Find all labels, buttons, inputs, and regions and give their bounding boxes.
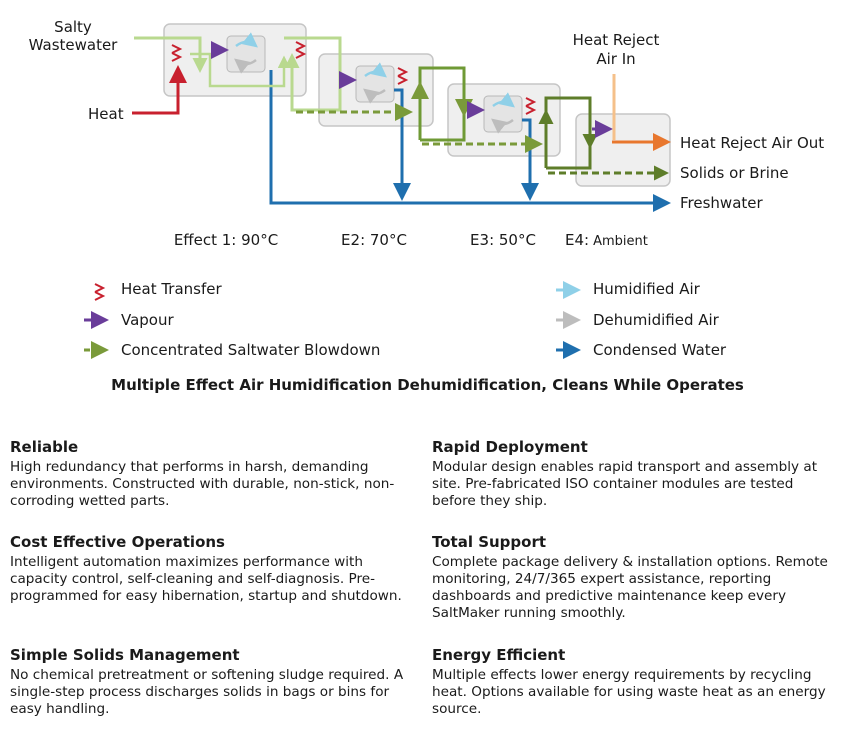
legend-heat-transfer-icon xyxy=(94,283,106,301)
feature-reliable: Reliable High redundancy that performs i… xyxy=(10,438,415,510)
svg-text:Wastewater: Wastewater xyxy=(29,36,119,54)
feature-body: Multiple effects lower energy requiremen… xyxy=(432,667,826,717)
feature-body: Intelligent automation maximizes perform… xyxy=(10,554,402,604)
heat-transfer-markers xyxy=(171,41,537,115)
feature-title: Total Support xyxy=(432,533,547,551)
vapour-arrows xyxy=(211,41,613,138)
label-wastewater: Wastewater xyxy=(29,36,119,54)
label-heat-reject: Heat Reject xyxy=(573,31,660,49)
heat-input-line xyxy=(132,65,187,115)
legend-humidified-air: Humidified Air xyxy=(593,280,701,298)
legend-condensed-water: Condensed Water xyxy=(593,341,727,359)
legend-heat-transfer: Heat Transfer xyxy=(121,280,222,298)
legend-blowdown: Concentrated Saltwater Blowdown xyxy=(121,341,380,359)
feature-title: Reliable xyxy=(10,438,79,456)
label-salty: Salty xyxy=(54,18,92,36)
effect-1-label: Effect 1: 90°C xyxy=(174,231,278,249)
feature-title: Simple Solids Management xyxy=(10,646,240,664)
label-freshwater: Freshwater xyxy=(680,194,763,212)
effect-2-label: E2: 70°C xyxy=(341,231,407,249)
process-diagram: Salty Wastewater Heat Heat Reject Air In… xyxy=(29,18,824,359)
feature-title: Cost Effective Operations xyxy=(10,533,225,551)
effect-4-sublabel: Ambient xyxy=(593,234,648,249)
feature-body: High redundancy that performs in harsh, … xyxy=(10,459,395,509)
feature-rapid-deployment: Rapid Deployment Modular design enables … xyxy=(432,438,837,510)
effect-3-label: E3: 50°C xyxy=(470,231,536,249)
feature-title: Energy Efficient xyxy=(432,646,566,664)
diagram-caption: Multiple Effect Air Humidification Dehum… xyxy=(111,376,744,394)
freshwater-line xyxy=(269,70,671,212)
condensate-drop-2 xyxy=(393,88,411,201)
feature-title: Rapid Deployment xyxy=(432,438,588,456)
condensate-drop-3 xyxy=(521,118,539,201)
label-air-in: Air In xyxy=(596,50,635,68)
label-heat-reject-air-out: Heat Reject Air Out xyxy=(680,134,824,152)
feature-body: No chemical pretreatment or softening sl… xyxy=(10,667,404,717)
feature-energy-efficient: Energy Efficient Multiple effects lower … xyxy=(432,646,837,718)
label-heat: Heat xyxy=(88,105,124,123)
label-solids-or-brine: Solids or Brine xyxy=(680,164,789,182)
wastewater-feed-line xyxy=(134,36,208,73)
feature-simple-solids-management: Simple Solids Management No chemical pre… xyxy=(10,646,415,718)
legend: Heat Transfer Vapour Concentrated Saltwa… xyxy=(84,280,727,359)
svg-text:Salty: Salty xyxy=(54,18,92,36)
feature-body: Complete package delivery & installation… xyxy=(432,554,828,621)
legend-dehumidified-air: Dehumidified Air xyxy=(593,311,720,329)
legend-vapour: Vapour xyxy=(121,311,174,329)
feature-body: Modular design enables rapid transport a… xyxy=(432,459,818,509)
svg-text:E4:Ambient: E4: Ambient xyxy=(565,231,648,249)
feature-cost-effective-operations: Cost Effective Operations Intelligent au… xyxy=(10,533,415,605)
feature-total-support: Total Support Complete package delivery … xyxy=(432,533,837,622)
effect-4-label: E4: xyxy=(565,231,589,249)
